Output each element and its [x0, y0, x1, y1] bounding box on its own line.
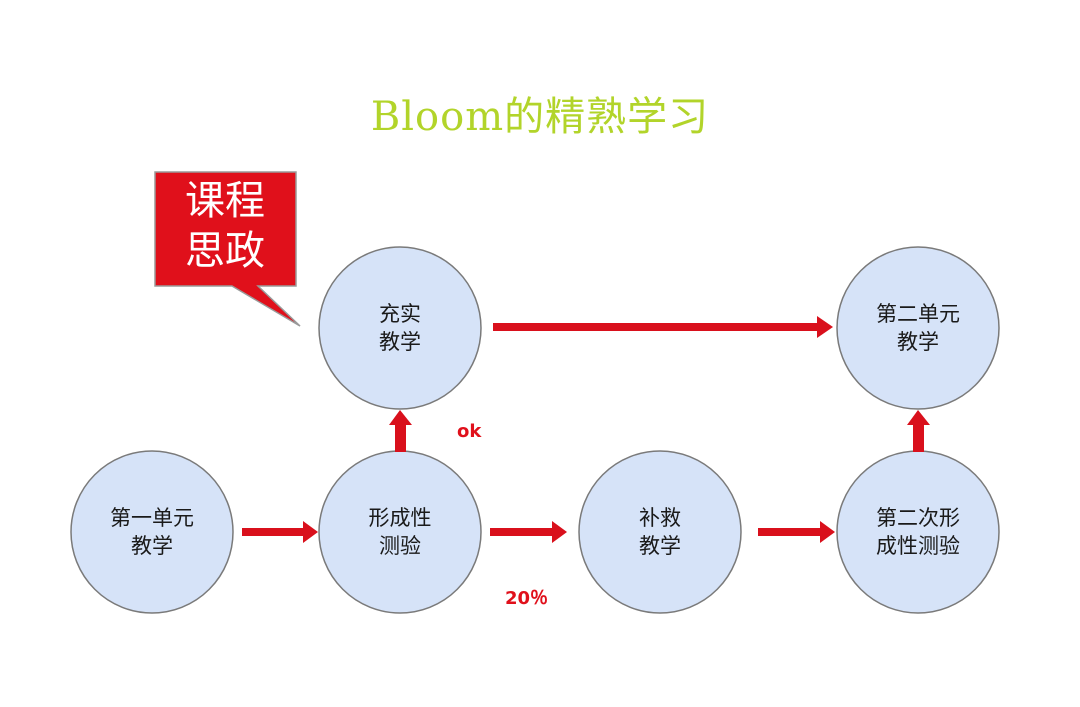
arrow-enriched-to-unit2 — [493, 316, 833, 338]
node-label-unit2: 第二单元 教学 — [876, 302, 960, 354]
arrow-remedial-to-formative2 — [758, 521, 835, 543]
node-label-formative1: 形成性 测验 — [368, 506, 432, 558]
edge-label-ok: ok — [457, 421, 482, 442]
callout-text: 课程 思政 — [185, 178, 265, 274]
node-label-unit1: 第一单元 教学 — [110, 506, 194, 558]
node-label-formative2: 第二次形 成性测验 — [876, 506, 960, 558]
node-label-remedial: 补救 教学 — [639, 506, 681, 558]
node-label-enriched: 充实 教学 — [379, 302, 421, 354]
arrow-formative1-to-remedial — [490, 521, 567, 543]
node-unit1 — [70, 450, 234, 614]
node-enriched — [318, 246, 482, 410]
arrow-formative1-to-enriched — [389, 410, 412, 452]
callout-box — [154, 171, 301, 327]
arrow-formative2-to-unit2 — [907, 410, 930, 452]
edge-label-percent: 20％ — [505, 588, 549, 609]
diagram-title: Bloom的精熟学习 — [370, 94, 710, 140]
arrow-unit1-to-formative1 — [242, 521, 318, 543]
node-remedial — [578, 450, 742, 614]
node-unit2 — [836, 246, 1000, 410]
